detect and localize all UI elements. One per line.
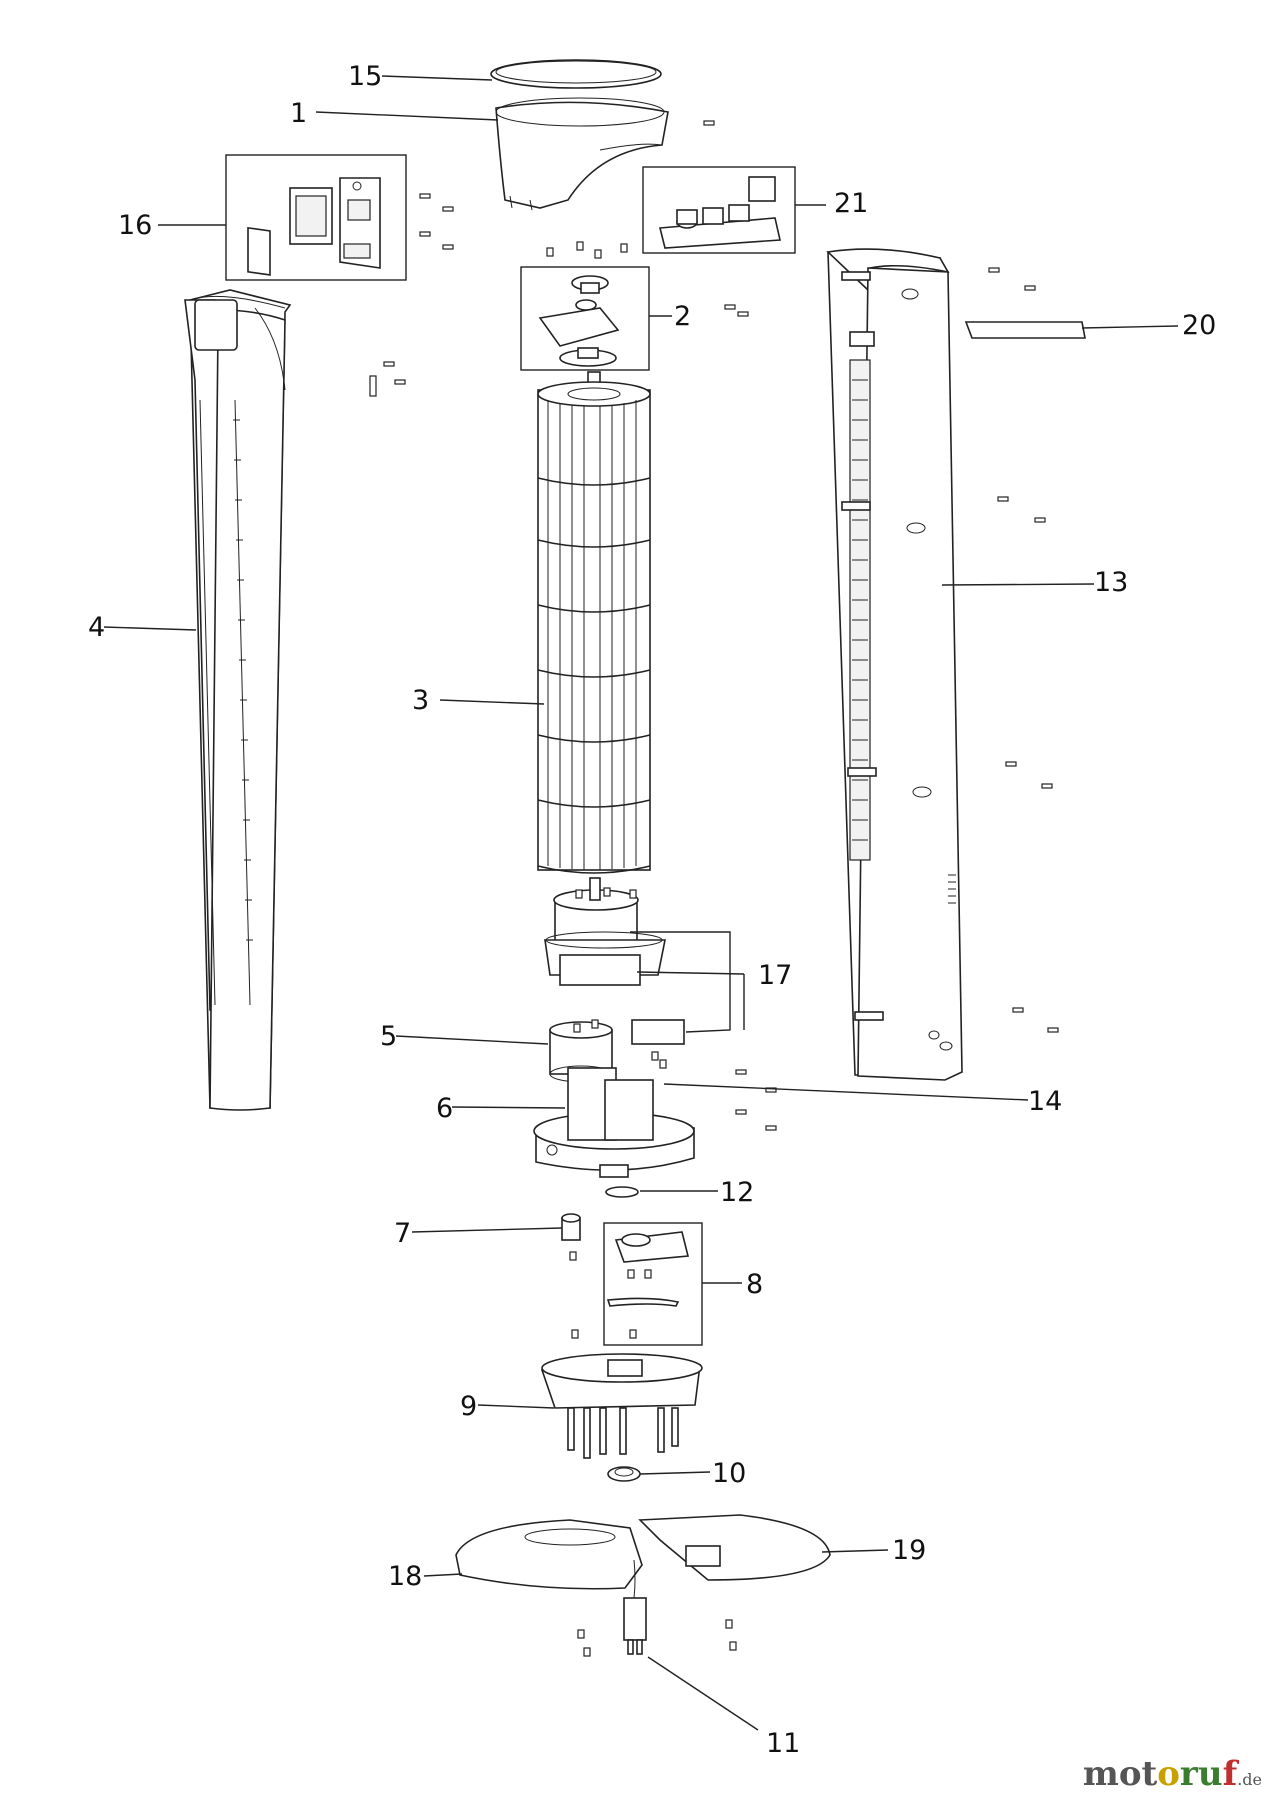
part-18-base-left: [455, 1519, 643, 1590]
part-6-motor-base: [533, 1067, 695, 1178]
motoruf-watermark-logo: motoruf.de: [1082, 1754, 1262, 1794]
callout-11: 11: [766, 1728, 800, 1759]
callout-6: 6: [436, 1093, 453, 1124]
callout-19: 19: [892, 1535, 926, 1566]
callout-20: 20: [1182, 310, 1216, 341]
callout-8: 8: [746, 1269, 763, 1300]
part-21-pcb: [642, 166, 796, 254]
callout-12: 12: [720, 1177, 754, 1208]
part-12-washer: [605, 1186, 639, 1198]
part-3-impeller: [537, 371, 651, 874]
callout-16: 16: [118, 210, 152, 241]
callout-14: 14: [1028, 1086, 1062, 1117]
leader-lines: [103, 75, 1179, 1731]
callout-17: 17: [758, 960, 792, 991]
part-9-base-frame: [540, 1353, 703, 1459]
part-7-bushing: [561, 1213, 581, 1241]
part-20-strip: [964, 321, 1086, 339]
part-10-foot-cap: [607, 1466, 641, 1482]
part-2-bearing-assembly: [520, 266, 650, 371]
callout-7: 7: [394, 1218, 411, 1249]
callout-1: 1: [290, 98, 307, 129]
part-16-control-panel: [225, 154, 407, 281]
callout-15: 15: [348, 61, 382, 92]
callout-labels: 15 1 16 21 2 20 4 3 13 17 5 6 14 12 7 8 …: [88, 61, 1216, 1759]
part-4-front-housing: [184, 289, 292, 1111]
screws: [369, 120, 1059, 1657]
callout-5: 5: [380, 1021, 397, 1052]
part-17-motor: [544, 877, 685, 1045]
callout-10: 10: [712, 1458, 746, 1489]
callout-18: 18: [388, 1561, 422, 1592]
callout-21: 21: [834, 188, 868, 219]
callout-3: 3: [412, 685, 429, 716]
callout-9: 9: [460, 1391, 477, 1422]
callout-2: 2: [674, 301, 691, 332]
part-15-top-cover: [490, 59, 662, 89]
part-13-rear-housing: [826, 248, 963, 1081]
part-1-top-cap: [495, 97, 669, 211]
part-11-plug: [623, 1559, 647, 1655]
part-8-oscillation-assembly: [603, 1222, 703, 1346]
callout-4: 4: [88, 612, 105, 643]
part-19-base-right: [638, 1514, 831, 1581]
callout-13: 13: [1094, 567, 1128, 598]
